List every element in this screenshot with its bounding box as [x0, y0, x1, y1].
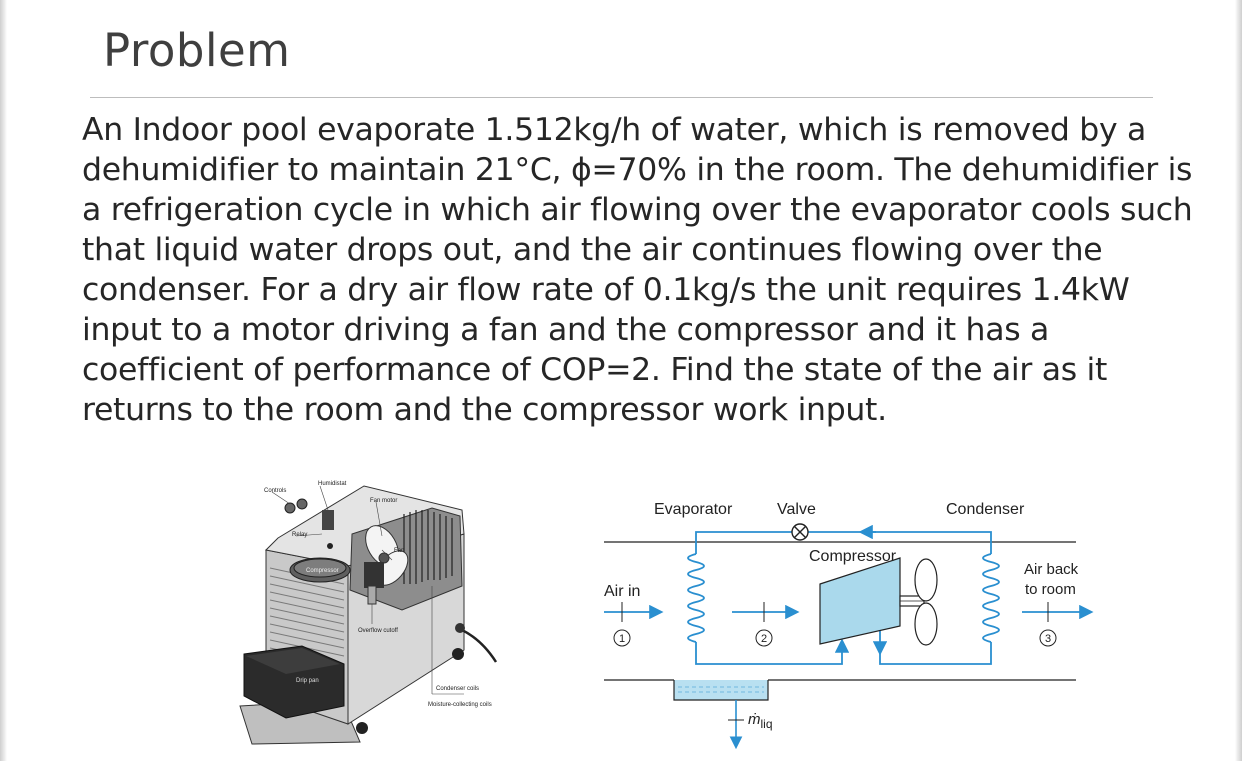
- fan-icon: [914, 558, 938, 646]
- condenser-coil: [982, 553, 1000, 643]
- compressor-body: [819, 557, 901, 645]
- label-controls: Controls: [264, 488, 286, 494]
- air-back-label-1: Air back: [1024, 561, 1079, 578]
- problem-line-1: An Indoor pool evaporate 1.512kg/h of wa…: [82, 112, 1147, 148]
- mliq-label: ṁliq: [748, 711, 773, 731]
- label-moisture-coils: Moisture-collecting coils: [428, 702, 492, 708]
- air-back-label-2: to room: [1025, 581, 1076, 598]
- label-humidistat: Humidistat: [318, 481, 347, 487]
- state-1-label: 1: [619, 633, 625, 645]
- compressor-label: Compressor: [809, 548, 897, 565]
- wheel: [452, 648, 464, 660]
- loop-bottom-to-compressor: [695, 642, 843, 665]
- page-edge-left: [0, 0, 7, 761]
- problem-line-2: dehumidifier to maintain 21°C, ϕ=70% in …: [82, 152, 1193, 188]
- controls: [284, 498, 334, 549]
- condenser-label: Condenser: [946, 501, 1025, 518]
- power-cord: [461, 628, 498, 663]
- label-fan: Fan: [394, 548, 404, 554]
- state-3-label: 3: [1045, 633, 1051, 645]
- evaporator-coil: [687, 553, 705, 643]
- leader-lines: [271, 485, 464, 695]
- label-compressor: Compressor: [306, 568, 339, 574]
- condensate-sump: [673, 680, 769, 701]
- fan: [365, 525, 409, 586]
- dehumidifier-illustration: Controls Humidistat Fan motor Relay Fan …: [239, 481, 498, 745]
- evaporator-label: Evaporator: [654, 501, 733, 518]
- label-overflow-cutoff: Overflow cutoff: [358, 628, 398, 634]
- cord-plug: [455, 623, 465, 633]
- label-fan-motor: Fan motor: [370, 498, 397, 504]
- air-in-label: Air in: [604, 583, 640, 600]
- label-relay: Relay: [292, 532, 307, 538]
- valve-label: Valve: [777, 501, 816, 518]
- drip-pan-top: [246, 648, 340, 674]
- slide-title: Problem: [103, 24, 291, 77]
- expansion-valve: [791, 523, 809, 541]
- title-divider: [90, 97, 1153, 98]
- problem-line-3: a refrigeration cycle in which air flowi…: [82, 192, 1193, 228]
- problem-statement: An Indoor pool evaporate 1.512kg/h of wa…: [82, 110, 1193, 430]
- page-edge-right: [1235, 0, 1242, 761]
- label-condenser-coils: Condenser coils: [436, 686, 479, 692]
- wheel: [356, 722, 368, 734]
- problem-line-8: returns to the room and the compressor w…: [82, 392, 887, 428]
- problem-line-5: condenser. For a dry air flow rate of 0.…: [82, 272, 1130, 308]
- problem-line-7: coefficient of performance of COP=2. Fin…: [82, 352, 1108, 388]
- state-2-label: 2: [761, 633, 767, 645]
- refrigeration-schematic: ṁliq 1 2 3 Evaporator Valve: [604, 501, 1094, 750]
- loop-top-left: [695, 531, 792, 554]
- problem-line-6: input to a motor driving a fan and the c…: [82, 312, 1050, 348]
- water-surface: [678, 686, 764, 693]
- compressor-unit: [289, 557, 384, 605]
- state-markers: [613, 629, 1057, 647]
- problem-line-4: that liquid water drops out, and the air…: [82, 232, 1103, 268]
- coils: [403, 510, 453, 584]
- label-drip-pan: Drip pan: [296, 678, 319, 684]
